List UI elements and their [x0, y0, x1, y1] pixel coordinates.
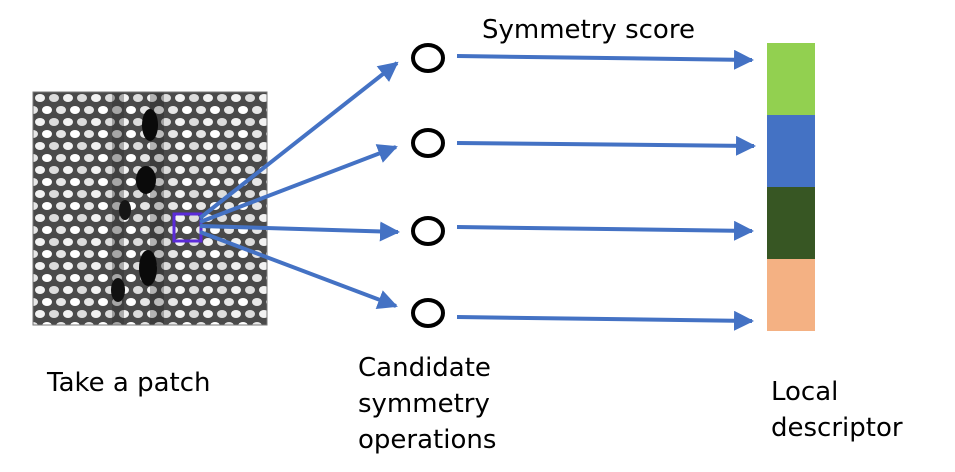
arrow-patch-to-op3 — [199, 221, 400, 242]
arrow-patch-to-op2 — [199, 144, 398, 224]
arrow-op2-to-descriptor — [456, 135, 756, 156]
candidate-op-circle-4 — [411, 298, 445, 328]
candidate-op-circle-3 — [411, 216, 445, 246]
local-label-line-1: Local — [771, 377, 839, 407]
local-descriptor-bar — [767, 43, 815, 331]
descriptor-segment-1 — [767, 43, 815, 115]
candidate-label-line-3: operations — [358, 425, 497, 455]
candidate-to-descriptor-arrows — [456, 49, 756, 331]
patch-to-candidate-arrows — [198, 61, 400, 309]
arrow-patch-to-op4 — [199, 230, 398, 309]
candidate-op-circle-2 — [411, 128, 445, 158]
descriptor-segment-2 — [767, 115, 815, 187]
arrow-op1-to-descriptor — [456, 49, 754, 70]
atomic-lattice-image — [32, 91, 268, 326]
candidate-label-line-1: Candidate — [358, 353, 491, 383]
descriptor-segment-3 — [767, 187, 815, 259]
candidate-operations-label: Candidate symmetry operations — [358, 350, 496, 458]
arrow-op4-to-descriptor — [456, 310, 754, 331]
symmetry-score-label: Symmetry score — [482, 15, 695, 45]
descriptor-segment-4 — [767, 259, 815, 331]
candidate-label-line-2: symmetry — [358, 389, 490, 419]
arrow-op3-to-descriptor — [456, 220, 754, 241]
local-descriptor-label: Local descriptor — [771, 374, 903, 446]
local-label-line-2: descriptor — [771, 413, 903, 443]
candidate-op-circle-1 — [411, 43, 445, 73]
candidate-operations — [411, 43, 445, 328]
take-patch-label: Take a patch — [47, 368, 211, 398]
arrow-patch-to-op1 — [198, 61, 399, 220]
